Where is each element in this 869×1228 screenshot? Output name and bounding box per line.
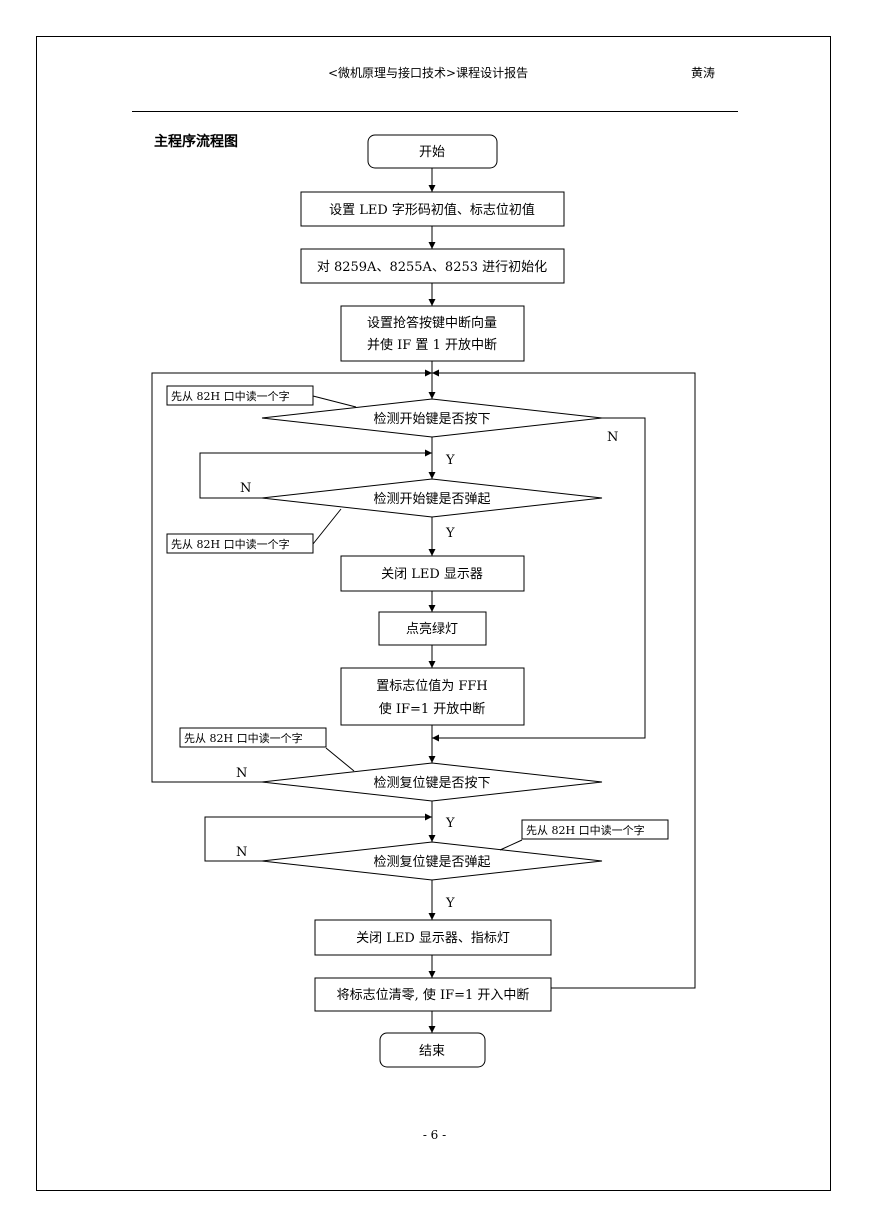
label-d3-no: N [236, 766, 247, 781]
note-callout-2 [312, 508, 342, 545]
edge-d3-no [151, 369, 432, 783]
label-d2-yes: Y [445, 526, 455, 541]
label-d1-no: N [607, 430, 618, 445]
note-callout-3 [325, 747, 355, 772]
page-number: - 6 - [422, 1128, 447, 1142]
label-d4-yes: Y [445, 896, 455, 911]
edge-clear-loop [432, 369, 696, 989]
green-light-label: 点亮绿灯 [406, 621, 458, 637]
note-box-4 [521, 819, 669, 840]
note-callout-1 [312, 395, 357, 408]
decision-start-pressed-label: 检测开始键是否按下 [373, 412, 490, 427]
end-label: 结束 [419, 1044, 445, 1059]
note-callout-4 [499, 839, 523, 851]
flag-label-line2: 使 IF=1 开放中断 [379, 701, 486, 717]
init-led-label: 设置 LED 字形码初值、标志位初值 [329, 202, 535, 218]
note-box-1 [166, 385, 314, 406]
box-clear-flag [314, 977, 552, 1012]
decision-reset-released [261, 841, 603, 881]
vector-label-line2: 并使 IF 置 1 开放中断 [367, 337, 497, 353]
note-text-3: 先从 82H 口中读一个字 [184, 731, 303, 745]
label-d4-no: N [236, 845, 247, 860]
note-text-2: 先从 82H 口中读一个字 [171, 537, 290, 551]
close-led-lamp-label: 关闭 LED 显示器、指标灯 [356, 931, 510, 946]
header-course-title: <微机原理与接口技术>课程设计报告 [328, 66, 529, 80]
header-rule [132, 111, 738, 112]
start-label: 开始 [419, 145, 445, 160]
decision-start-released-label: 检测开始键是否弹起 [373, 492, 490, 507]
page-frame [36, 36, 831, 1191]
edge-d2-no [199, 449, 432, 499]
note-text-4: 先从 82H 口中读一个字 [526, 823, 645, 837]
note-text-1: 先从 82H 口中读一个字 [171, 389, 290, 403]
label-d2-no: N [240, 481, 251, 496]
decision-reset-pressed-label: 检测复位键是否按下 [373, 776, 490, 791]
header-author: 黄涛 [691, 66, 716, 80]
decision-reset-released-label: 检测复位键是否弹起 [373, 855, 490, 870]
note-box-3 [179, 727, 327, 748]
decision-start-released [261, 478, 603, 518]
edge-d4-no [204, 813, 432, 862]
end-terminal [379, 1032, 486, 1068]
label-d3-yes: Y [445, 816, 455, 831]
edge-d1-no [432, 417, 646, 742]
decision-reset-pressed [261, 762, 603, 802]
flag-label-line1: 置标志位值为 FFH [376, 678, 488, 694]
section-title: 主程序流程图 [154, 134, 238, 150]
vector-label-line1: 设置抢答按键中断向量 [367, 315, 497, 331]
init-chips-label: 对 8259A、8255A、8253 进行初始化 [317, 260, 547, 275]
close-led-label: 关闭 LED 显示器 [381, 567, 483, 582]
clear-flag-label: 将标志位清零, 使 IF=1 开入中断 [337, 987, 530, 1003]
box-close-led-lamp [314, 919, 552, 956]
label-d1-yes: Y [445, 453, 455, 468]
